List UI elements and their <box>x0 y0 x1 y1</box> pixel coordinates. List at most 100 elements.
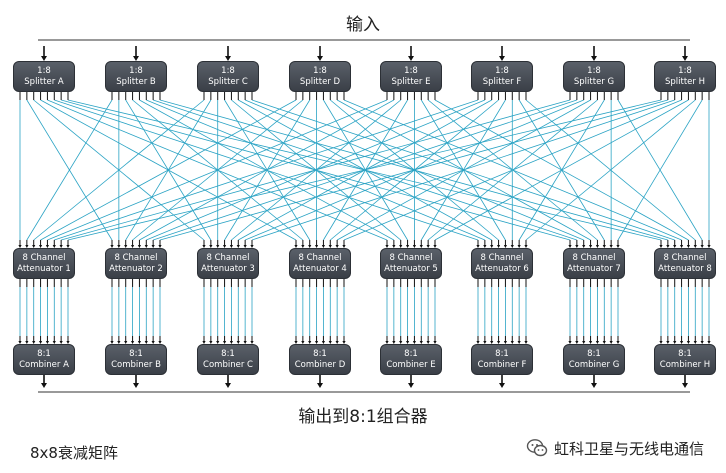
link-5-7 <box>426 279 430 344</box>
link-7-7 <box>609 279 613 344</box>
attenuator-in-2-3 <box>124 240 128 248</box>
link-6-6 <box>510 279 514 344</box>
interconnect-mesh <box>19 99 710 241</box>
link-7-4 <box>588 279 593 344</box>
link-5-3 <box>399 279 403 344</box>
mesh-line-8-2 <box>159 99 668 241</box>
attenuator-label-line2: Attenuator 1 <box>17 263 71 274</box>
attenuator-in-3-7 <box>243 240 247 248</box>
link-8-1 <box>659 279 663 344</box>
link-2-4 <box>130 279 135 344</box>
mesh-line-4-1 <box>40 99 297 241</box>
attenuator-in-4-6 <box>328 240 332 248</box>
input-arrow-1 <box>41 46 47 61</box>
mesh-line-8-3 <box>251 99 675 241</box>
splitter-label-line2: Splitter C <box>208 76 248 87</box>
attenuator-in-8-7 <box>700 240 704 248</box>
attenuator-label-line1: 8 Channel <box>663 252 707 263</box>
splitter-label-line1: 1:8 <box>404 65 418 76</box>
link-6-3 <box>490 279 494 344</box>
combiner-label-line1: 8:1 <box>404 348 418 359</box>
attenuator-in-3-4 <box>222 240 227 248</box>
attenuator-in-6-1 <box>476 240 480 248</box>
bracket-lines <box>38 39 690 393</box>
attenuator-in-5-4 <box>405 240 410 248</box>
wechat-icon <box>526 439 548 457</box>
input-arrow-7 <box>591 46 597 61</box>
attenuator-combiner-links <box>18 279 711 344</box>
attenuator-in-7-8 <box>616 240 620 248</box>
attenuator-in-5-8 <box>433 240 437 248</box>
attenuator-label-line2: Attenuator 5 <box>384 263 438 274</box>
attenuator-in-8-1 <box>659 240 663 248</box>
attenuator-in-1-5 <box>45 240 50 248</box>
attenuator-in-3-1 <box>202 240 206 248</box>
attenuator-in-6-6 <box>510 240 514 248</box>
output-arrow-1 <box>41 375 47 388</box>
link-5-6 <box>419 279 423 344</box>
combiner-label-line1: 8:1 <box>678 348 692 359</box>
attenuator-in-3-2 <box>209 240 213 248</box>
attenuator-label-line1: 8 Channel <box>298 252 342 263</box>
link-8-5 <box>686 279 691 344</box>
link-3-8 <box>250 279 254 344</box>
splitter-label-line2: Splitter F <box>482 76 522 87</box>
attenuator-in-6-4 <box>496 240 501 248</box>
attenuator-in-2-6 <box>144 240 148 248</box>
combiner-label-line1: 8:1 <box>495 348 509 359</box>
attenuator-in-2-1 <box>110 240 114 248</box>
link-2-7 <box>151 279 155 344</box>
attenuator-in-5-5 <box>412 240 417 248</box>
splitter-label-line1: 1:8 <box>495 65 509 76</box>
link-2-3 <box>124 279 128 344</box>
attenuator-in-7-5 <box>595 240 600 248</box>
output-arrow-8 <box>682 375 688 388</box>
attenuator-in-6-7 <box>517 240 521 248</box>
attenuator-in-1-3 <box>32 240 36 248</box>
link-4-8 <box>342 279 346 344</box>
attenuator-in-1-1 <box>18 240 22 248</box>
watermark: 虹科卫星与无线电通信 <box>526 437 704 459</box>
link-3-5 <box>229 279 234 344</box>
attenuator-in-5-6 <box>419 240 423 248</box>
link-6-4 <box>496 279 501 344</box>
combiner-label-line1: 8:1 <box>221 348 235 359</box>
output-arrow-5 <box>408 375 414 388</box>
link-4-3 <box>308 279 312 344</box>
mesh-line-8-1 <box>67 99 662 241</box>
output-arrow-4 <box>317 375 323 388</box>
link-7-5 <box>595 279 600 344</box>
attenuator-in-4-1 <box>294 240 298 248</box>
mesh-line-8-5 <box>434 99 689 241</box>
link-8-6 <box>693 279 697 344</box>
link-4-1 <box>294 279 298 344</box>
combiner-label-line2: Combiner A <box>19 359 69 370</box>
mesh-line-5-1 <box>47 99 388 241</box>
output-label: 输出到8:1组合器 <box>298 407 428 427</box>
combiner-label-line2: Combiner F <box>477 359 527 370</box>
attenuator-in-8-8 <box>707 240 711 248</box>
input-arrow-5 <box>408 46 414 61</box>
attenuator-in-4-8 <box>342 240 346 248</box>
attenuator-in-7-3 <box>582 240 586 248</box>
combiner-label-line2: Combiner C <box>203 359 253 370</box>
attenuator-in-2-2 <box>117 240 121 248</box>
arrows <box>18 46 711 388</box>
link-5-5 <box>412 279 417 344</box>
attenuator-in-7-4 <box>588 240 593 248</box>
link-5-2 <box>392 279 396 344</box>
output-arrow-2 <box>133 375 139 388</box>
attenuator-in-1-6 <box>52 240 56 248</box>
attenuator-in-4-3 <box>308 240 312 248</box>
attenuator-label-line1: 8 Channel <box>114 252 158 263</box>
